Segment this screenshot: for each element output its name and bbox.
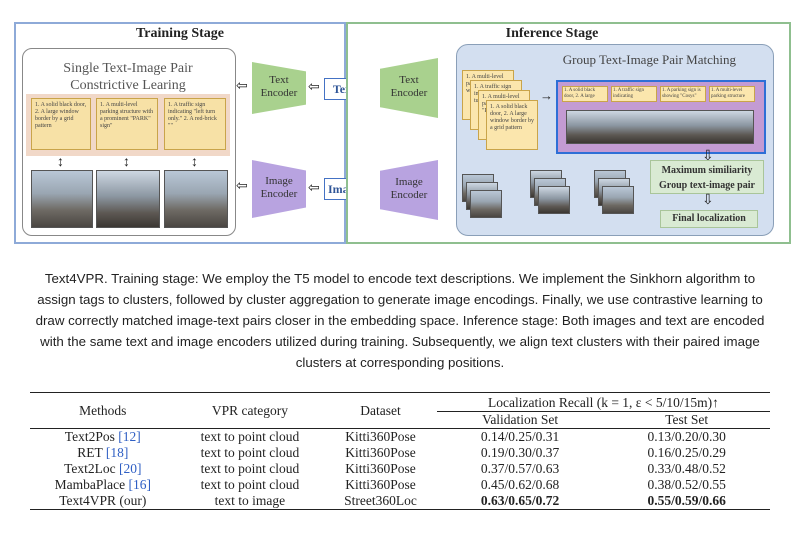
method-cell: MambaPlace [16] — [54, 477, 151, 492]
val-cell: 0.63/0.65/0.72 — [480, 493, 560, 508]
max-similarity-box: Maximum similiarity Group text-image pai… — [650, 160, 764, 194]
double-arrow-icon: ↕ — [191, 155, 198, 170]
street-photo — [96, 170, 160, 228]
method-cell: Text2Loc [20] — [64, 461, 142, 476]
strip-card: 1. A multi-level parking structure — [709, 86, 755, 102]
single-pair-title: Single Text-Image Pair Constrictive Lear… — [63, 61, 193, 93]
image-encoder-infer: Image Encoder — [380, 160, 438, 220]
test-cell: 0.16/0.25/0.29 — [647, 445, 726, 460]
test-cell: 0.33/0.48/0.52 — [647, 461, 726, 476]
text-card: 1. A multi-level parking structure with … — [96, 98, 158, 150]
val-cell: 0.19/0.30/0.37 — [480, 445, 560, 460]
header-vpr: VPR category — [211, 402, 288, 418]
citation-link[interactable]: [12] — [118, 429, 141, 444]
category-cell: text to point cloud — [200, 445, 300, 460]
group-matching-title: Group Text-Image Pair Matching — [562, 52, 736, 67]
final-localization-box: Final localization — [660, 210, 758, 228]
category-cell: text to image — [214, 493, 286, 508]
text-card: 1. A solid black door, 2. A large window… — [31, 98, 91, 150]
street-photo — [31, 170, 93, 228]
strip-card: 1. A traffic sign indicating — [611, 86, 657, 102]
dataset-cell: Street360Loc — [344, 493, 417, 508]
street-photo — [164, 170, 228, 228]
val-cell: 0.45/0.62/0.68 — [480, 477, 560, 492]
table-row: Text2Loc [20] text to point cloud Kitti3… — [30, 461, 770, 477]
method-cell: Text2Pos [12] — [64, 429, 141, 444]
test-cell: 0.38/0.52/0.55 — [647, 477, 726, 492]
arrow-left-icon: ⇦ — [308, 181, 320, 196]
text-encoder-infer: Text Encoder — [380, 58, 438, 118]
table-row: Text4VPR (our) text to image Street360Lo… — [30, 493, 770, 510]
image-encoder-train: Image Encoder — [252, 160, 306, 218]
dataset-cell: Kitti360Pose — [345, 445, 416, 460]
double-arrow-icon: ↕ — [57, 155, 64, 170]
cluster-photo — [470, 190, 502, 218]
val-cell: 0.37/0.57/0.63 — [480, 461, 560, 476]
header-test: Test Set — [665, 412, 709, 427]
strip-card: 1. A parking sign is showing "Cosys" — [660, 86, 706, 102]
text-card: 1. A traffic sign indicating "left turn … — [164, 98, 226, 150]
arrow-down-icon: ⇩ — [702, 149, 714, 164]
arrow-left-icon: ⇦ — [308, 80, 320, 95]
strip-card: 1. A solid black door, 2. A large — [562, 86, 608, 102]
category-cell: text to point cloud — [200, 477, 300, 492]
table-row: MambaPlace [16] text to point cloud Kitt… — [30, 477, 770, 493]
arrow-left-icon: ⇦ — [236, 179, 248, 194]
arrow-right-icon: → — [540, 88, 553, 103]
panorama-photo — [566, 110, 754, 144]
inference-stage-title: Inference Stage — [505, 26, 599, 41]
cluster-photo — [602, 186, 634, 214]
test-cell: 0.55/0.59/0.66 — [647, 493, 726, 508]
citation-link[interactable]: [18] — [105, 445, 129, 460]
category-cell: text to point cloud — [200, 429, 300, 444]
method-cell: RET [18] — [77, 445, 129, 460]
results-table: Methods VPR category Dataset Localizatio… — [30, 392, 770, 510]
test-cell: 0.13/0.20/0.30 — [647, 429, 726, 444]
header-val: Validation Set — [482, 412, 559, 427]
double-arrow-icon: ↕ — [123, 155, 130, 170]
text-encoder-train: Text Encoder — [252, 62, 306, 114]
arrow-left-icon: ⇦ — [236, 79, 248, 94]
header-methods: Methods — [79, 402, 127, 418]
header-recall: Localization Recall (k = 1, ε < 5/10/15m… — [436, 392, 770, 412]
cluster-photo — [538, 186, 570, 214]
dataset-cell: Kitti360Pose — [345, 477, 416, 492]
results-table-wrapper: Methods VPR category Dataset Localizatio… — [30, 392, 770, 510]
table-row: Text2Pos [12] text to point cloud Kitti3… — [30, 429, 770, 446]
table-row: RET [18] text to point cloud Kitti360Pos… — [30, 445, 770, 461]
val-cell: 0.14/0.25/0.31 — [480, 429, 560, 444]
category-cell: text to point cloud — [200, 461, 300, 476]
citation-link[interactable]: [20] — [118, 461, 142, 476]
figure-caption: Text4VPR. Training stage: We employ the … — [35, 271, 765, 370]
citation-link[interactable]: [16] — [128, 477, 151, 492]
header-dataset: Dataset — [360, 402, 401, 418]
method-cell: Text4VPR (our) — [59, 493, 147, 508]
stack-card: 1. A solid black door, 2. A large window… — [486, 100, 538, 150]
dataset-cell: Kitti360Pose — [345, 429, 416, 444]
dataset-cell: Kitti360Pose — [345, 461, 416, 476]
arrow-down-icon: ⇩ — [702, 193, 714, 208]
training-stage-title: Training Stage — [135, 26, 225, 41]
